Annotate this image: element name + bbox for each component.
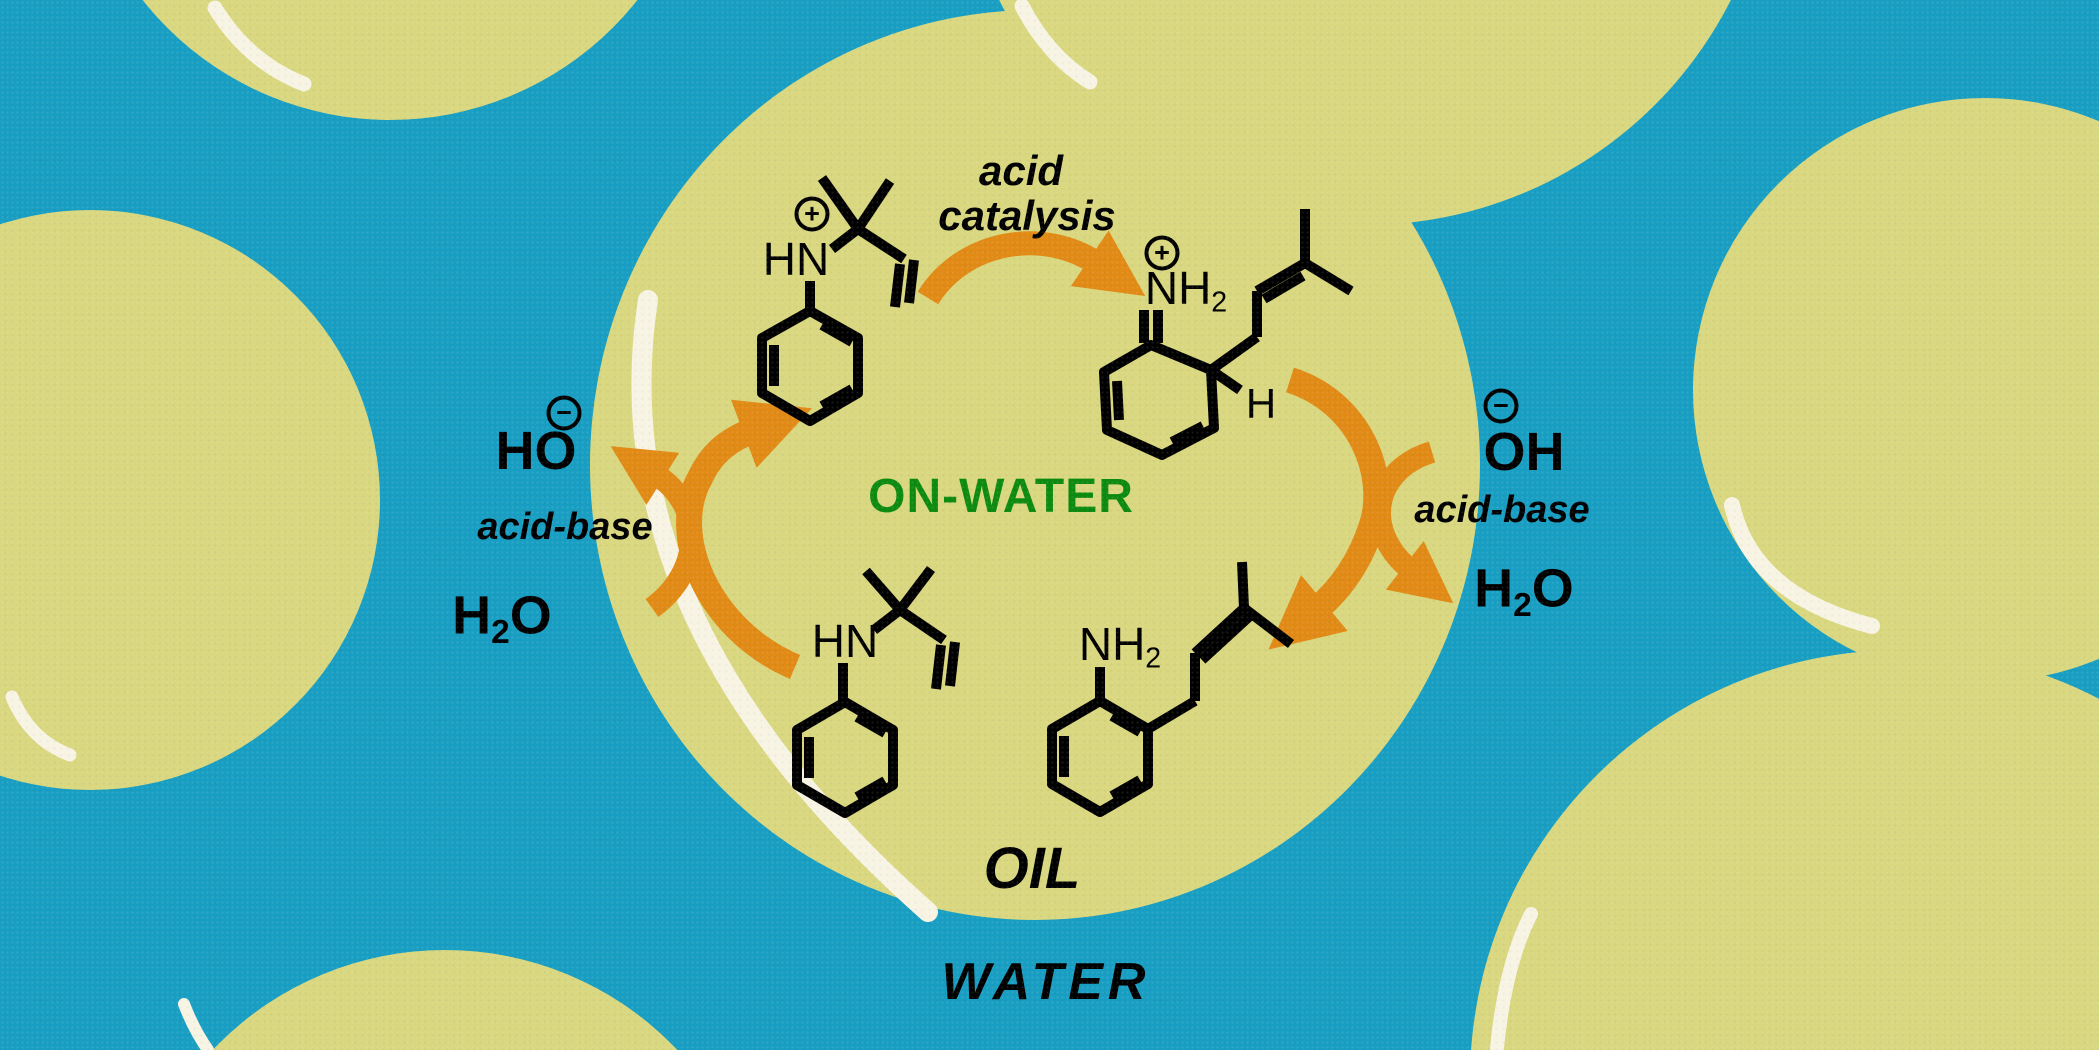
anilinium-hn-label: HN: [762, 233, 830, 285]
plus-charge-icon: +: [794, 196, 830, 232]
highlight-right: [1724, 497, 1880, 634]
water-molecule-left-label: H2O: [452, 585, 552, 651]
right-water-arrow: [1369, 441, 1454, 604]
droplet-bottom-left: [212, 950, 678, 1050]
water-molecule-right-label: H2O: [1474, 558, 1574, 624]
droplet-main: [590, 10, 1480, 920]
minus-charge-icon: −: [546, 395, 582, 431]
hydroxide-left-label: HO: [495, 421, 577, 481]
highlight-main: [631, 290, 938, 922]
water-label: WATER: [941, 953, 1151, 1011]
reaction-arrows: [610, 230, 1454, 679]
droplet-highlights: [5, 0, 1880, 1050]
minus-charge-icon: −: [1483, 388, 1519, 424]
acid-catalysis-label-line1: acid: [978, 147, 1064, 194]
acid-base-left-label: acid-base: [477, 506, 653, 548]
iminium-h-label: H: [1245, 380, 1277, 427]
oil-label: OIL: [983, 836, 1081, 901]
acid-base-right-label: acid-base: [1414, 489, 1590, 531]
molecule-anilinium-structure: [757, 175, 919, 426]
acid-catalysis-label-line2: catalysis: [938, 192, 1116, 239]
droplet-right: [1693, 98, 2099, 682]
highlight-left: [5, 690, 77, 762]
molecule-iminium-structure: [1099, 209, 1354, 460]
acid-catalysis-arrow: [917, 230, 1146, 305]
molecule-prenyl-aniline-structure: [1047, 561, 1295, 817]
aniline-hn-label: HN: [811, 615, 879, 667]
iminium-nh2-label: NH2: [1144, 261, 1228, 319]
left-hydroxide-arrow: [610, 446, 703, 617]
highlight-bottom-left: [178, 998, 214, 1050]
on-water-title: ON-WATER: [868, 470, 1134, 523]
droplet-left: [0, 210, 380, 790]
droplet-bottom-right: [1471, 650, 2099, 1050]
highlight-top-left: [207, 0, 312, 92]
molecule-allyl-aniline-structure: [792, 565, 960, 818]
hydroxide-right-label: OH: [1483, 422, 1565, 482]
highlight-bottom-right: [1490, 907, 1538, 1050]
plus-charge-icon: +: [1144, 235, 1180, 271]
highlight-top-right: [1014, 0, 1098, 90]
product-nh2-label: NH2: [1078, 617, 1162, 675]
droplet-top-left: [142, 0, 638, 120]
